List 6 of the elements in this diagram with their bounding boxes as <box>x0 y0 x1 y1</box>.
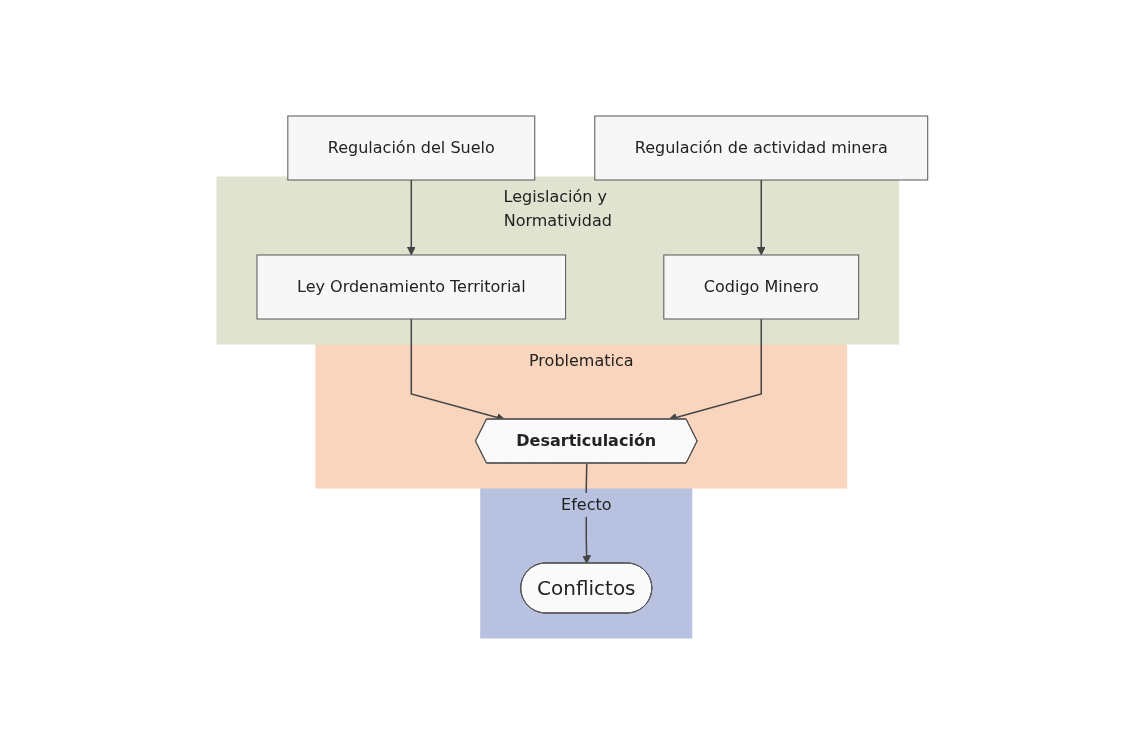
node-box: Regulación del Suelo <box>287 115 536 180</box>
node-box: Ley Ordenamiento Territorial <box>256 254 567 319</box>
node-box: Regulación de actividad minera <box>594 115 929 180</box>
arrow <box>756 178 766 255</box>
node-box: Codigo Minero <box>663 254 860 319</box>
arrow <box>407 178 416 255</box>
